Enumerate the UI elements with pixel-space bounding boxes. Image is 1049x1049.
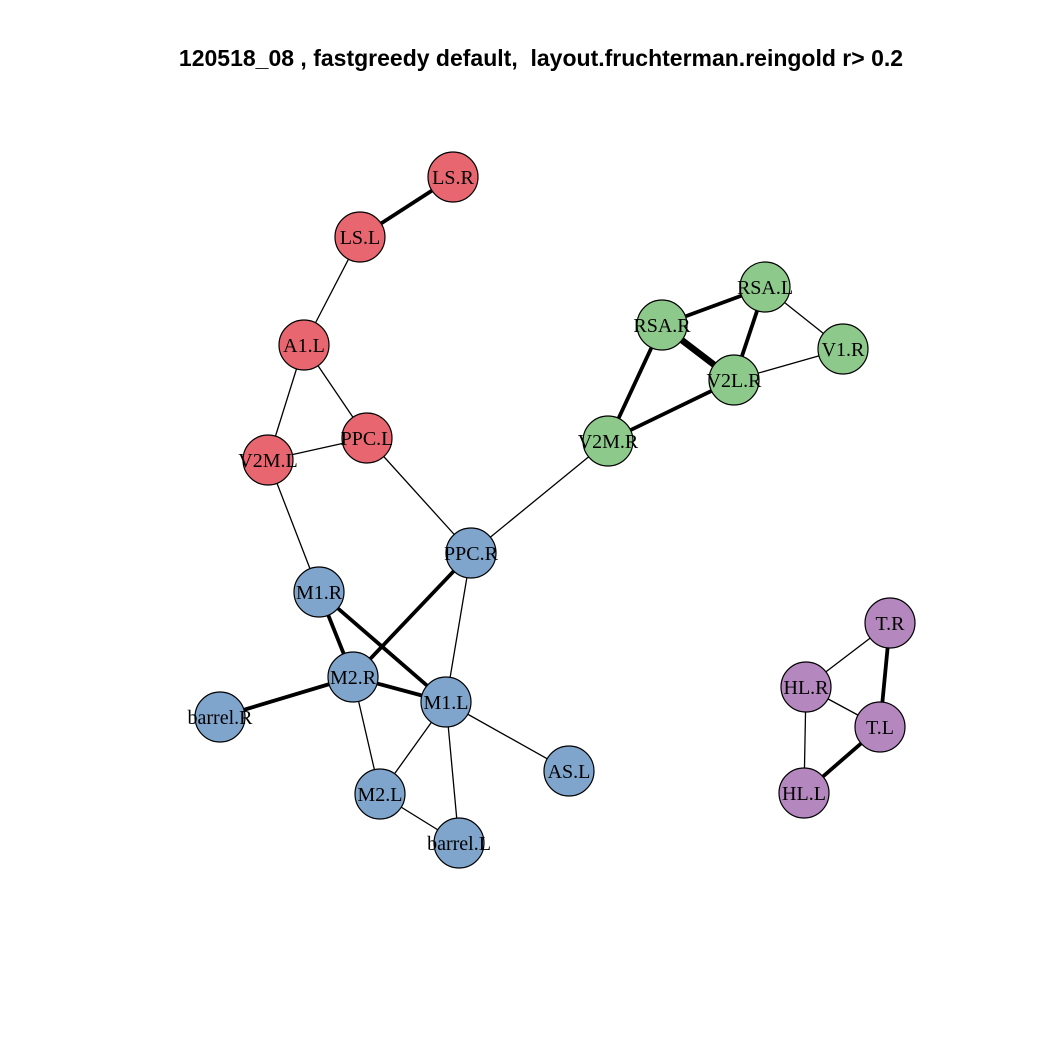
node-label: HL.R xyxy=(784,677,830,699)
node-a1-l: A1.L xyxy=(278,319,330,371)
node-circle xyxy=(341,412,393,464)
node-t-r: T.R xyxy=(864,597,916,649)
node-label: V2M.R xyxy=(578,431,639,453)
node-m1-r: M1.R xyxy=(293,566,345,618)
edge-ppc-l-ppc-r xyxy=(366,437,472,554)
node-v1-r: V1.R xyxy=(817,323,869,375)
node-label: PPC.L xyxy=(341,428,394,450)
nodes-layer: LS.R LS.L A1.L PPC.L V2M.L RSA.L RSA.R V1.R V2L.… xyxy=(188,151,916,869)
node-barrel-l: barrel.L xyxy=(427,817,491,869)
node-label: barrel.R xyxy=(188,707,254,729)
plot-title: 120518_08 , fastgreedy default, layout.f… xyxy=(178,45,904,71)
node-m2-r: M2.R xyxy=(327,651,379,703)
node-v2m-r: V2M.R xyxy=(578,415,639,467)
node-rsa-r: RSA.R xyxy=(633,299,691,351)
node-label: M1.R xyxy=(296,582,343,604)
node-label: RSA.L xyxy=(737,277,793,299)
node-ls-r: LS.R xyxy=(427,151,479,203)
node-hl-l: HL.L xyxy=(778,767,830,819)
edge-m1-r-m1-l xyxy=(317,590,448,704)
node-circle xyxy=(636,299,688,351)
node-ppc-l: PPC.L xyxy=(341,412,394,464)
node-circle xyxy=(582,415,634,467)
node-label: M1.L xyxy=(424,692,469,714)
node-circle xyxy=(354,768,406,820)
node-label: A1.L xyxy=(283,335,325,357)
node-label: T.L xyxy=(866,717,894,739)
node-circle xyxy=(334,211,386,263)
node-circle xyxy=(427,151,479,203)
node-label: V1.R xyxy=(822,339,865,361)
node-circle xyxy=(854,701,906,753)
node-circle xyxy=(817,323,869,375)
node-m1-l: M1.L xyxy=(420,676,472,728)
node-label: AS.L xyxy=(548,761,591,783)
node-label: HL.L xyxy=(782,783,826,805)
node-t-l: T.L xyxy=(854,701,906,753)
node-circle xyxy=(242,434,294,486)
node-hl-r: HL.R xyxy=(780,661,832,713)
node-v2m-l: V2M.L xyxy=(238,434,298,486)
node-circle xyxy=(708,354,760,406)
node-label: T.R xyxy=(875,613,905,635)
edge-ppc-r-m2-r xyxy=(351,551,473,679)
node-circle xyxy=(543,745,595,797)
node-circle xyxy=(420,676,472,728)
node-v2l-r: V2L.R xyxy=(707,354,763,406)
node-circle xyxy=(864,597,916,649)
node-circle xyxy=(433,817,485,869)
node-circle xyxy=(780,661,832,713)
node-label: LS.L xyxy=(340,227,381,249)
node-as-l: AS.L xyxy=(543,745,595,797)
edge-ppc-r-v2m-r xyxy=(470,440,609,554)
node-label: LS.R xyxy=(432,167,474,189)
node-ls-l: LS.L xyxy=(334,211,386,263)
node-circle xyxy=(278,319,330,371)
node-label: RSA.R xyxy=(633,315,691,337)
node-circle xyxy=(739,261,791,313)
node-ppc-r: PPC.R xyxy=(444,527,499,579)
node-circle xyxy=(445,527,497,579)
node-rsa-l: RSA.L xyxy=(737,261,793,313)
node-circle xyxy=(778,767,830,819)
node-circle xyxy=(293,566,345,618)
node-label: V2L.R xyxy=(707,370,763,392)
node-label: V2M.L xyxy=(238,450,297,472)
node-label: PPC.R xyxy=(444,543,499,565)
node-barrel-r: barrel.R xyxy=(188,691,254,743)
node-m2-l: M2.L xyxy=(354,768,406,820)
node-circle xyxy=(194,691,246,743)
node-circle xyxy=(327,651,379,703)
node-label: M2.R xyxy=(330,667,377,689)
node-label: barrel.L xyxy=(427,833,491,855)
node-label: M2.L xyxy=(358,784,403,806)
